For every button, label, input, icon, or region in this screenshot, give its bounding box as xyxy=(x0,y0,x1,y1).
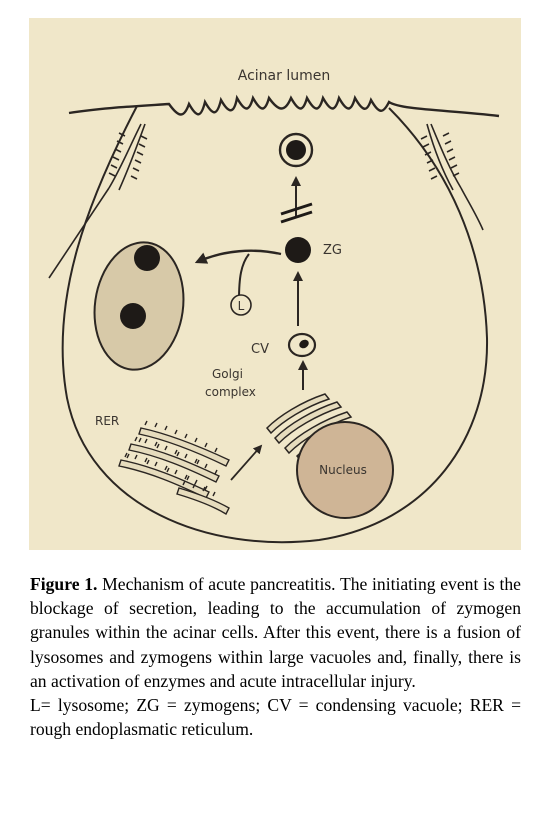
caption-paragraph: Figure 1. Mechanism of acute pancreatiti… xyxy=(30,572,521,693)
golgi-label-line2: complex xyxy=(205,385,256,399)
zg-label: ZG xyxy=(323,243,342,258)
lysosome-label: L xyxy=(238,299,245,313)
acinar-lumen-label: Acinar lumen xyxy=(238,68,330,84)
exocytosed-granule xyxy=(278,132,314,168)
apical-membrane xyxy=(68,94,500,118)
rer-label: RER xyxy=(95,414,119,428)
right-junction xyxy=(420,123,484,231)
blockage-mark xyxy=(280,202,313,224)
lysosome-path xyxy=(238,253,250,301)
condensing-vacuole-core xyxy=(299,339,309,349)
figure-caption: Figure 1. Mechanism of acute pancreatiti… xyxy=(30,572,521,741)
caption-text: Mechanism of acute pancreatitis. The ini… xyxy=(30,574,521,691)
golgi-label-line1: Golgi xyxy=(212,367,243,381)
rer-ribosomes xyxy=(124,420,218,497)
figure-panel: Acinar lumen ZG xyxy=(29,18,521,550)
figure-label: Figure 1. xyxy=(30,574,98,594)
rer-cisternae xyxy=(118,427,230,515)
caption-legend: L= lysosome; ZG = zymogens; CV = condens… xyxy=(30,695,521,740)
zymogen-granule xyxy=(285,237,311,263)
rer-to-golgi-arrow xyxy=(230,444,263,481)
lysosome xyxy=(230,294,252,316)
vacuole-granule-bottom xyxy=(120,303,146,329)
exocytosed-granule-core xyxy=(286,140,306,160)
nucleus-label: Nucleus xyxy=(319,463,367,477)
vacuole-granule-top xyxy=(134,245,160,271)
cell-membrane xyxy=(61,105,489,544)
acinar-cell-diagram: Acinar lumen ZG xyxy=(48,68,500,544)
nucleus xyxy=(296,421,394,519)
cv-label: CV xyxy=(251,342,269,357)
left-junction xyxy=(48,123,148,279)
zg-to-vacuole-arrow xyxy=(194,249,282,264)
